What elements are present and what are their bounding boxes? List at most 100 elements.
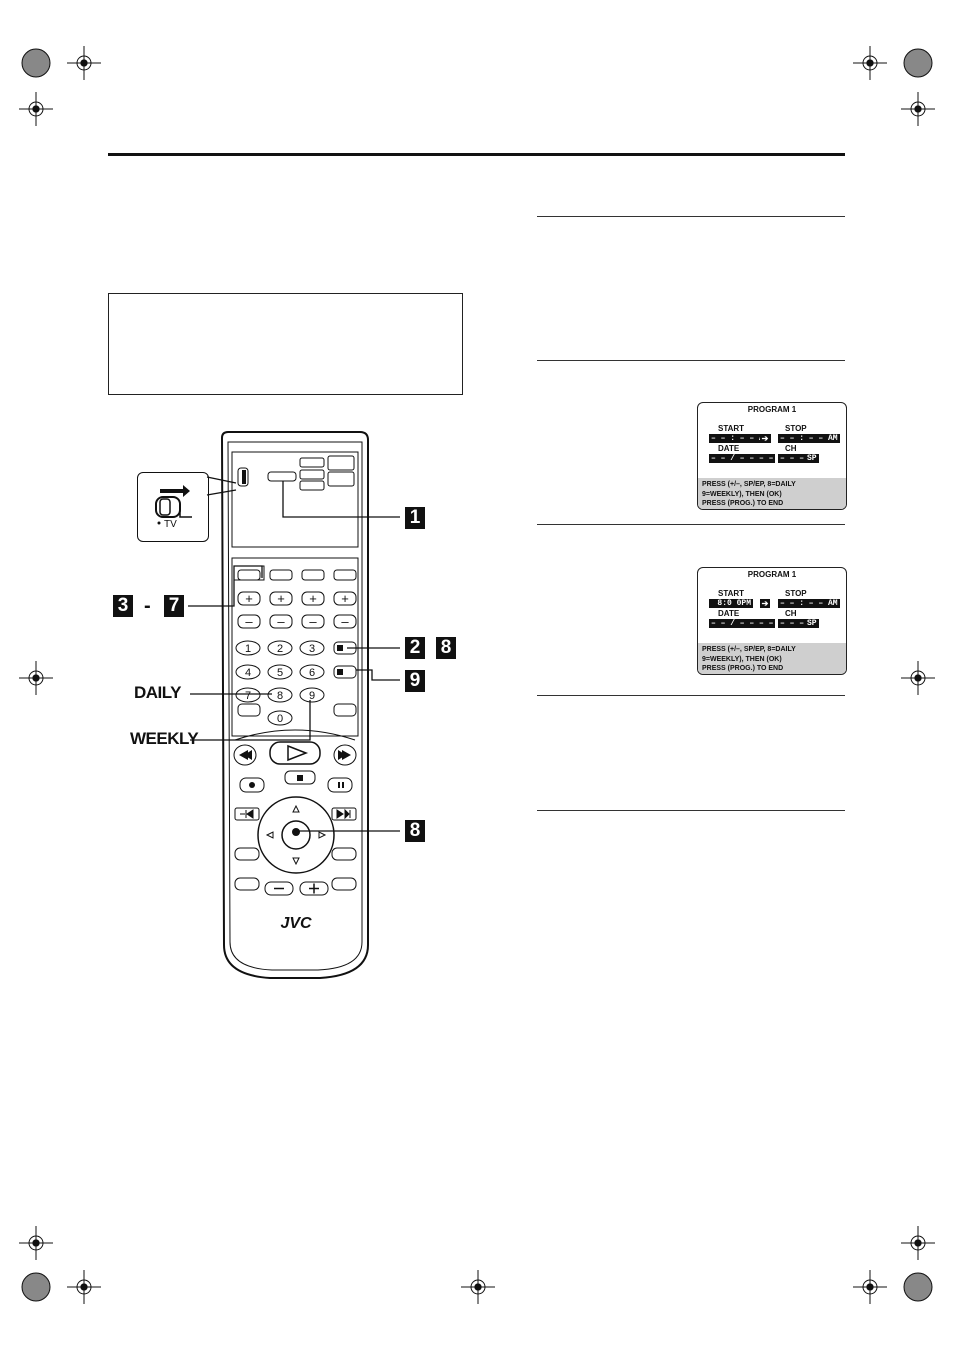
osd-title: PROGRAM 1 (747, 405, 797, 414)
keypad-button (235, 687, 261, 703)
adjust-button (333, 591, 357, 606)
osd-ch-field: – – – (778, 454, 807, 463)
osd-footer-line: PRESS (PROG.) TO END (702, 500, 784, 507)
keypad-digit: 7 (245, 690, 251, 702)
remote-control: + – + – + – + – 1 2 3 4 5 6 7 8 9 0 JVC (220, 431, 369, 979)
step-badge-7: 7 (164, 595, 184, 617)
osd-footer-line: PRESS (PROG.) TO END (702, 665, 784, 672)
osd-stop-field: – – : – – AM (778, 434, 840, 443)
keypad-button (235, 640, 261, 656)
keypad-digit: 3 (309, 643, 315, 655)
keypad-button (267, 710, 293, 726)
osd-stop-label: STOP (785, 589, 807, 598)
note-box (108, 293, 463, 395)
step-divider (537, 216, 845, 217)
osd-start-label: START (718, 424, 745, 433)
adjust-glyph: + (277, 591, 285, 606)
header-rule (108, 153, 845, 156)
adjust-button (301, 591, 325, 606)
remote-button (269, 569, 293, 581)
osd-start-field: 8:0 0PM (709, 599, 753, 608)
osd-ch-field: – – – (778, 619, 807, 628)
step-divider (537, 524, 845, 525)
remote-button (333, 569, 357, 581)
osd-footer-line: PRESS (+/–, SP/EP, 8=DAILY (702, 646, 796, 653)
keypad-digit: 8 (277, 690, 283, 702)
keypad-digit: 1 (245, 643, 251, 655)
osd-ch-label: CH (785, 609, 797, 618)
step-badge-1: 1 (405, 507, 425, 529)
arrow-right-icon: ➔ (760, 599, 770, 608)
adjust-button (301, 614, 325, 629)
osd-title: PROGRAM 1 (747, 570, 797, 579)
osd-mode-field: SP (805, 454, 819, 463)
osd-footer: PRESS (+/–, SP/EP, 8=DAILY 9=WEEKLY), TH… (698, 643, 846, 674)
osd-date-label: DATE (718, 444, 740, 453)
side-button (333, 703, 357, 717)
keypad-button (267, 664, 293, 680)
keypad-digit: 2 (277, 643, 283, 655)
step-divider (537, 810, 845, 811)
adjust-button (269, 591, 293, 606)
keypad-button (235, 664, 261, 680)
switch-label-tv: TV (164, 519, 177, 530)
brand-logo: JVC (280, 915, 312, 932)
osd-start-label: START (718, 589, 745, 598)
keypad-button (267, 640, 293, 656)
keypad-button (299, 687, 325, 703)
keypad-digit: 4 (245, 667, 251, 679)
keypad-digit: 5 (277, 667, 283, 679)
tv-switch-inset: TV (137, 472, 209, 542)
adjust-glyph: + (341, 591, 349, 606)
osd-ch-label: CH (785, 444, 797, 453)
step-badge-3: 3 (113, 595, 133, 617)
side-button (237, 703, 261, 717)
adjust-button (237, 591, 261, 606)
osd-date-field: – – / – – – – (709, 454, 776, 463)
osd-screen-program-start-set: PROGRAM 1 START STOP 8:0 0PM ➔ – – : – –… (697, 567, 847, 675)
step-badge-8: 8 (405, 820, 425, 842)
daily-label: DAILY (134, 683, 181, 702)
step-divider (537, 360, 845, 361)
keypad-button (299, 640, 325, 656)
osd-footer-line: 9=WEEKLY), THEN (OK) (702, 655, 782, 663)
color-registration-disc (21, 48, 51, 78)
keypad-digit: 0 (277, 713, 283, 725)
adjust-glyph: + (309, 591, 317, 606)
step-badge-2: 2 (405, 637, 425, 659)
osd-footer-line: 9=WEEKLY), THEN (OK) (702, 490, 782, 498)
osd-screen-program-blank: PROGRAM 1 START STOP – – : – – AM ➔ – – … (697, 402, 847, 510)
color-registration-disc (903, 1272, 933, 1302)
keypad-button (267, 687, 293, 703)
adjust-glyph: – (309, 614, 317, 629)
range-dash: - (144, 595, 151, 617)
adjust-glyph: – (277, 614, 285, 629)
adjust-glyph: – (245, 614, 253, 629)
weekly-label: WEEKLY (130, 729, 199, 748)
keypad-button (299, 664, 325, 680)
keypad-digit: 6 (309, 667, 315, 679)
switch-icon (155, 485, 192, 525)
keypad-digit: 9 (309, 690, 315, 702)
adjust-button (237, 614, 261, 629)
step-badge-8: 8 (436, 637, 456, 659)
remote-button (301, 569, 325, 581)
osd-date-label: DATE (718, 609, 740, 618)
step-divider (537, 695, 845, 696)
osd-footer-line: PRESS (+/–, SP/EP, 8=DAILY (702, 481, 796, 488)
color-registration-disc (21, 1272, 51, 1302)
adjust-button (269, 614, 293, 629)
osd-stop-field: – – : – – AM (778, 599, 840, 608)
osd-date-field: – – / – – – – (709, 619, 776, 628)
step-badge-9: 9 (405, 670, 425, 692)
color-registration-disc (903, 48, 933, 78)
arrow-right-icon: ➔ (760, 434, 770, 443)
osd-mode-field: SP (805, 619, 819, 628)
adjust-glyph: – (341, 614, 349, 629)
adjust-button (333, 614, 357, 629)
osd-footer: PRESS (+/–, SP/EP, 8=DAILY 9=WEEKLY), TH… (698, 478, 846, 509)
osd-stop-label: STOP (785, 424, 807, 433)
adjust-glyph: + (245, 591, 253, 606)
